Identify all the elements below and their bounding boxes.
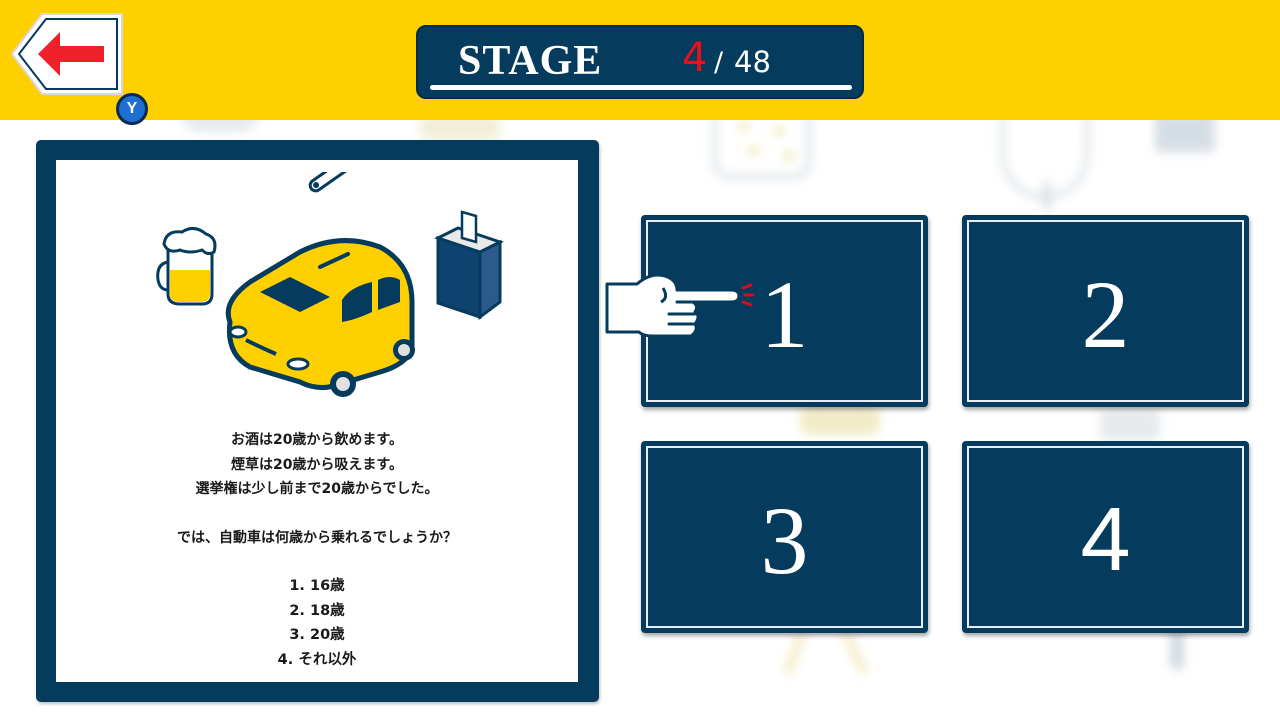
stage-underline [430,85,852,90]
stage-total-number: 48 [734,45,771,79]
stage-label: STAGE [458,38,603,84]
question-panel: お酒は20歳から飲めます。 煙草は20歳から吸えます。 選挙権は少し前まで20歳… [36,140,599,702]
background-decoration [1170,630,1184,670]
choice-item: 4. それ以外 [277,651,357,668]
red-left-arrow-icon [10,13,123,95]
header-bar: Y STAGE 4 / 48 [0,0,1280,125]
choice-item: 1. 16歳 [289,578,345,594]
question-line: では、自動車は何歳から乗れるでしょうか？ [177,530,457,546]
answer-button-3[interactable]: 3 [641,441,928,633]
answer-label: 2 [1081,260,1130,368]
stage-separator: / [714,47,724,78]
cigarette-icon [308,172,353,193]
background-decoration [1000,110,1090,200]
stage-current-number: 4 [682,35,708,81]
question-card: お酒は20歳から飲めます。 煙草は20歳から吸えます。 選挙権は少し前まで20歳… [56,160,578,682]
question-line-blank [56,502,578,527]
question-line: 選挙権は少し前まで20歳からでした。 [195,481,439,497]
y-button-badge: Y [116,93,148,125]
choices-list: 1. 16歳 2. 18歳 3. 20歳 4. それ以外 [56,574,578,672]
button-frame [967,220,1244,402]
answer-label: 3 [760,486,809,594]
pointing-hand-cursor-icon [605,273,755,338]
question-line: 煙草は20歳から吸えます。 [230,456,404,473]
ballot-box-icon [434,210,504,320]
answer-button-4[interactable]: 4 [962,441,1249,633]
choice-item: 2. 18歳 [289,602,345,619]
background-decoration [840,629,870,676]
question-text: お酒は20歳から飲めます。 煙草は20歳から吸えます。 選挙権は少し前まで20歳… [56,428,578,551]
question-line: お酒は20歳から飲めます。 [230,432,404,448]
answer-label: 1 [760,260,809,368]
stage-indicator: STAGE 4 / 48 [416,25,864,99]
background-decoration [782,629,808,676]
beer-mug-icon [156,227,217,306]
question-illustration [156,172,504,397]
answer-button-2[interactable]: 2 [962,215,1249,407]
button-frame [646,446,923,628]
background-decoration [800,405,880,435]
button-frame [967,446,1244,628]
back-button[interactable]: Y [10,12,148,125]
choice-item: 3. 20歳 [289,627,345,643]
background-decoration [712,110,812,180]
background-decoration [1100,410,1160,440]
background-decoration [1043,180,1051,210]
yellow-car-icon [225,238,415,397]
answer-label: 4 [1080,489,1131,590]
